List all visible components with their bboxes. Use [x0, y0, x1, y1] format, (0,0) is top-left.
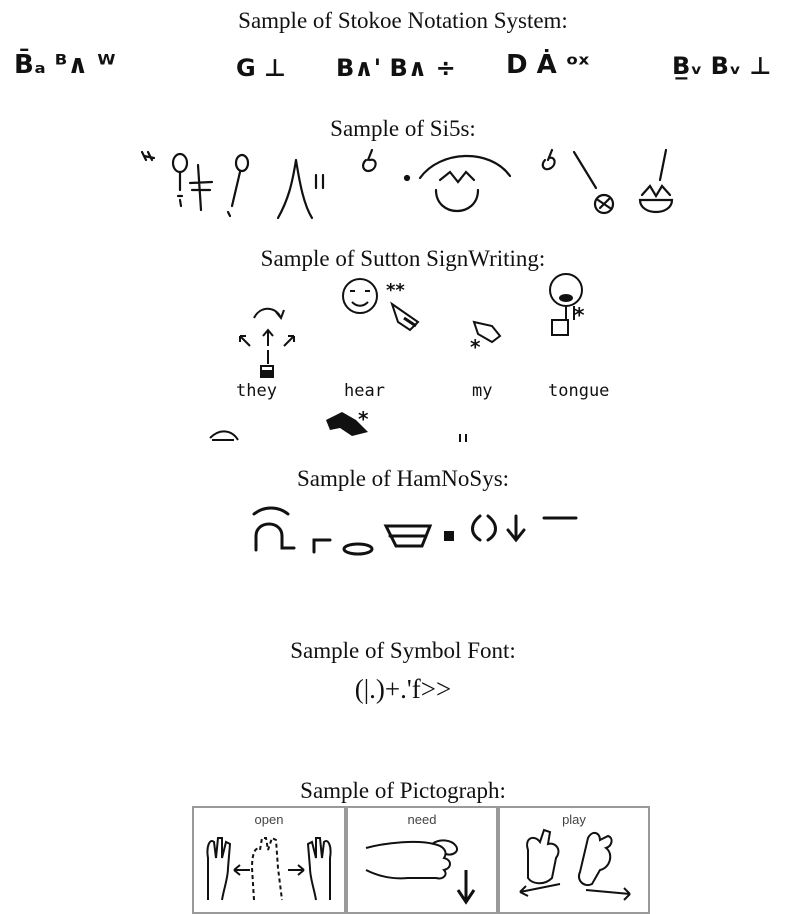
pictograph-label-open: open: [254, 812, 284, 827]
open-hands-icon: [206, 836, 332, 901]
svg-text:*: *: [358, 407, 369, 431]
si5s-heading: Sample of Si5s:: [330, 116, 476, 141]
sutton-samples: ** * * *: [209, 273, 585, 442]
sutton-word-they: they: [236, 381, 277, 401]
sutton-word-hear: hear: [344, 381, 385, 401]
pictograph-heading: Sample of Pictograph:: [300, 778, 506, 803]
sutton-word-my: my: [472, 381, 493, 401]
sutton-word-tongue: tongue: [548, 381, 610, 401]
need-hand-icon: [365, 839, 476, 905]
pictograph-label-need: need: [407, 812, 437, 827]
si5s-samples: [140, 148, 674, 220]
hamnosys-heading: Sample of HamNoSys:: [296, 466, 510, 491]
stokoe-group-3: B∧' B∧ ÷: [336, 54, 456, 82]
svg-text:*: *: [470, 335, 481, 359]
symbol-font-heading: Sample of Symbol Font:: [290, 638, 516, 663]
sutton-heading: Sample of Sutton SignWriting:: [260, 246, 546, 271]
pictograph-panel-play: play: [498, 806, 650, 914]
symbol-font-text: (|.)+.'f>>: [354, 674, 452, 704]
play-hands-icon: [519, 828, 631, 901]
stokoe-heading: Sample of Stokoe Notation System:: [238, 8, 568, 33]
svg-text:**: **: [386, 280, 405, 301]
pictograph-label-play: play: [562, 812, 586, 827]
hamnosys-samples: [252, 506, 578, 556]
svg-text:*: *: [574, 303, 585, 327]
stokoe-group-5: B̲ᵥ Bᵥ ⊥: [672, 52, 772, 80]
stokoe-group-4: D Ȧ ᵒˣ: [506, 50, 590, 80]
pictograph-panel-need: need: [346, 806, 498, 914]
stokoe-group-2: G ⊥: [236, 54, 286, 82]
stokoe-group-1: B̄ₐ ᴮ∧ ᵂ: [14, 50, 116, 80]
pictograph-panel-open: open: [192, 806, 346, 914]
